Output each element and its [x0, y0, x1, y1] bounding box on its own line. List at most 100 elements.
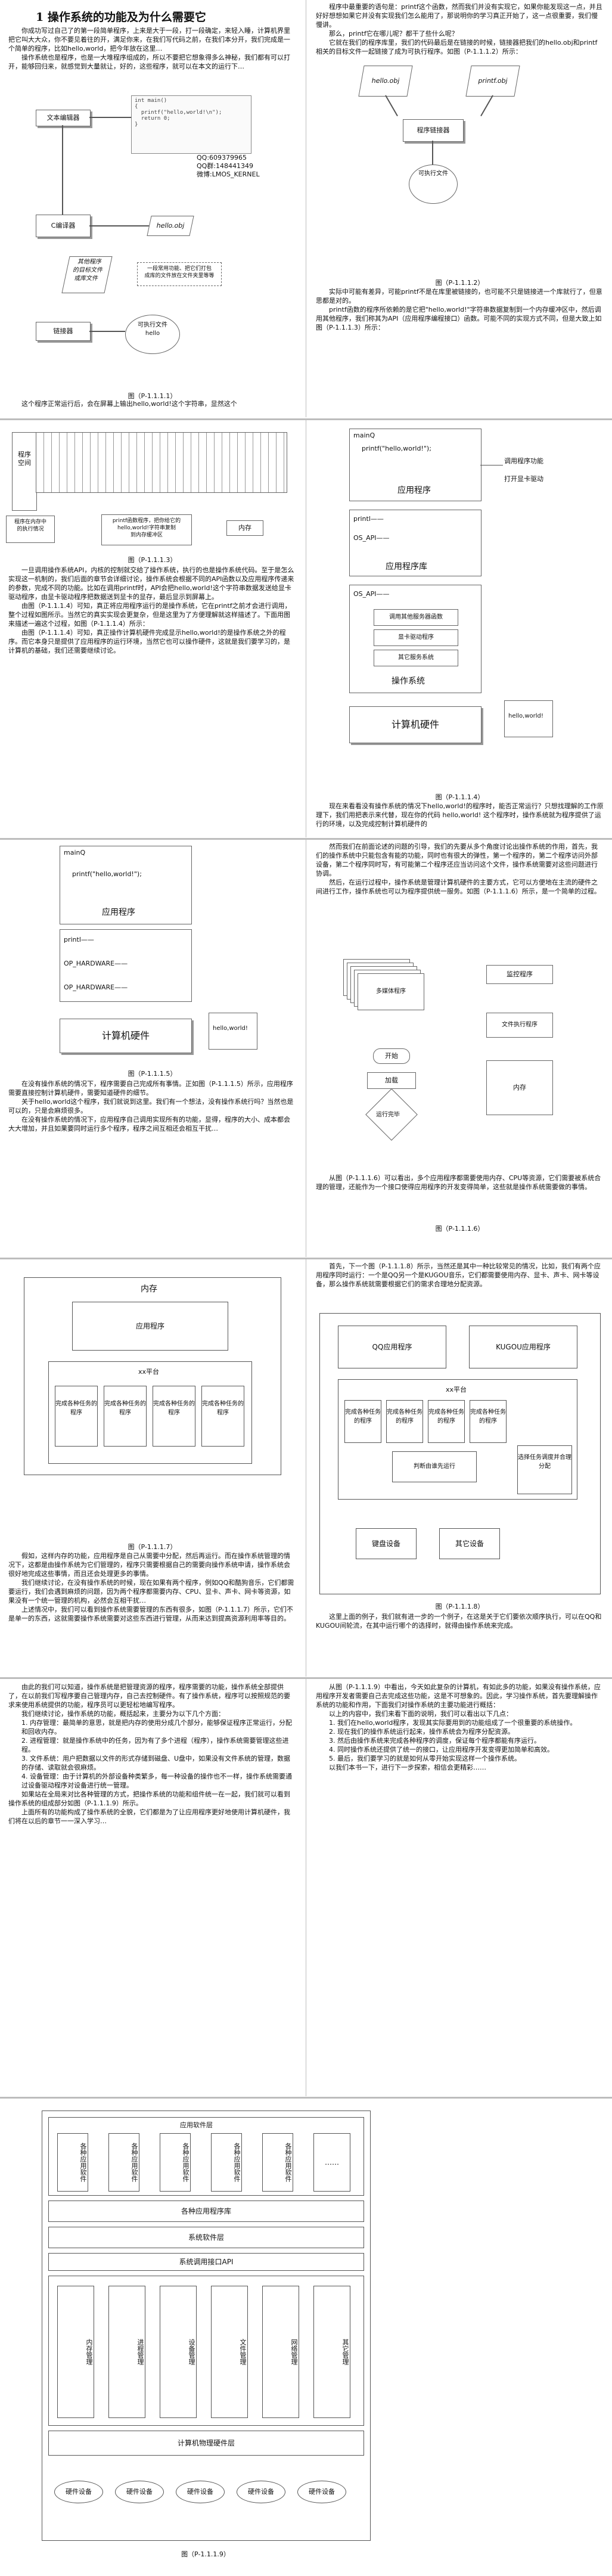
os-api-label: OS_API——	[353, 534, 390, 542]
paragraph: 上面所有的功能构成了操作系统的全貌，它们都是为了让应用程序更好地使用计算机硬件，…	[8, 1808, 290, 1825]
figure-caption: 图（P-1.1.1.3）	[128, 556, 177, 564]
driver-box: 完成各种任务的程序	[104, 1386, 147, 1447]
api-layer: 系统调用接口API	[48, 2253, 364, 2271]
section-5: mainQ printf("hello,world!"); 应用程序 print…	[0, 840, 305, 1257]
memory-box: 内存	[486, 1060, 553, 1115]
monitor-program-box: 监控程序	[486, 965, 553, 984]
scheduler-box: 判断由谁先运行	[392, 1451, 477, 1482]
paragraph: 它就在我们的程序库里，我们的代码最后是在链接的时候，链接器把我们的hello.o…	[316, 39, 598, 55]
arrow	[385, 95, 398, 117]
paragraph: printf函数的程序所依赖的是它把"hello,world!"字符串数据复制到…	[316, 306, 602, 331]
paragraph: 关于hello,world这个程序，我们就说到这里。我们有一个想法，没有操作系统…	[8, 1098, 294, 1115]
driver-box: 完成各种任务的程序	[55, 1386, 98, 1447]
main-label: mainQ	[353, 432, 375, 439]
app-box: 各种应用软件	[108, 2133, 139, 2192]
app-box: 各种应用软件	[160, 2133, 191, 2192]
other-service-box: 其它服务系统	[374, 650, 458, 666]
list-item: 2. 现在我们的操作系统运行起来，操作系统会为程序分配资源。	[329, 1728, 514, 1736]
section-divider	[0, 2097, 612, 2099]
library-note: 一段常用功能、把它们打包 成库的文件放在文件夹里等等	[137, 262, 222, 286]
device-ellipse: 硬件设备	[54, 2481, 103, 2503]
section-7: 内存 应用程序 xx平台 完成各种任务的程序 完成各种任务的程序 完成各种任务的…	[0, 1259, 305, 1677]
platform-label: xx平台	[138, 1368, 160, 1376]
paragraph: 然后，在运行过程中，操作系统是管理计算机硬件的主要方式，它可以方便地在主流的硬件…	[316, 879, 601, 895]
section-divider	[0, 418, 612, 420]
arrow-label: 打开显卡驱动	[504, 475, 543, 483]
list-item: 5. 最后，我们要学习的就是如何从零开始实现这样一个操作系统。	[329, 1755, 521, 1762]
app-layer: 应用软件层 各种应用软件 各种应用软件 各种应用软件 各种应用软件 各种应用软件…	[48, 2117, 364, 2196]
figure-caption: 图（P-1.1.1.7）	[128, 1543, 177, 1551]
paragraph: 你成功写过自己了的第一段简单程序，上来是大于一段，打一段确定，来轻入睡，计算机界…	[8, 27, 290, 52]
monitor: hello,world!	[504, 700, 553, 737]
os-api-label: OS_API——	[353, 590, 390, 598]
app-label: 应用程序	[102, 908, 135, 917]
app-lib-layer: 各种应用程序库	[48, 2201, 364, 2222]
list-item: 4. 设备管理：由于计算机的外部设备种类繁多，每一种设备的操作也不一样，操作系统…	[21, 1773, 292, 1789]
paragraph: 从图（P-1.1.1.6）可以看出，多个应用程序都需要使用内存、CPU等资源，它…	[316, 1174, 601, 1191]
figure-caption: 图（P-1.1.1.5）	[128, 1070, 177, 1078]
app-label: 应用程序	[397, 486, 431, 495]
contact-info: QQ:609379965 QQ群:148441349 微博:LMOS_KERNE…	[197, 154, 260, 178]
memory-strip	[36, 432, 287, 493]
page-title: 1 操作系统的功能及为什么需要它	[36, 11, 206, 24]
text-editor-box: 文本编辑器	[36, 110, 91, 126]
paragraph: 由图（P-1.1.1.4）可知，真正操作计算机硬件完成显示hello,world…	[8, 629, 290, 654]
device-ellipse: 硬件设备	[297, 2481, 346, 2503]
memory-box: 内存	[226, 520, 263, 536]
device-ellipse: 硬件设备	[237, 2481, 285, 2503]
arrow	[432, 141, 433, 165]
module-box: 设备管理	[160, 2286, 197, 2418]
driver-box: 完成各种任务的程序	[201, 1386, 244, 1447]
paragraph: 我们继续讨论，操作系统的功能，概括起来，主要分为以下几个方面：	[21, 1710, 225, 1718]
system-layer: 系统软件层	[48, 2227, 364, 2248]
scheduler-note: 选择任务调度并合理分配	[517, 1445, 572, 1494]
paragraph: 那么，printf它在哪儿呢？都干了些什么呢？	[329, 30, 458, 38]
device-ellipse: 硬件设备	[176, 2481, 225, 2503]
hardware-box: 计算机硬件	[60, 1019, 192, 1053]
figure-caption: 图（P-1.1.1.9）	[181, 2550, 230, 2558]
module-box: 网络管理	[262, 2286, 299, 2418]
list-item: 4. 同时操作系统还提供了统一的接口，让应用程序开发变得更加简单和高效。	[329, 1746, 554, 1753]
app-box: 各种应用软件	[262, 2133, 293, 2192]
arrow	[89, 225, 149, 226]
app-box: ……	[313, 2133, 350, 2192]
lib-label: 应用程序库	[386, 562, 427, 572]
paragraph: 操作系统也是程序，也是一大堆程序组成的，所以不要把它想象得多么神秘，我们都有可以…	[8, 54, 290, 70]
program-space-label: 程序 空间	[12, 432, 37, 511]
paragraph: 然而我们在前面论述的问题的引导，我们的先要从多个角度讨论出操作系统的作用，首先，…	[316, 843, 598, 877]
driver-box: 完成各种任务的程序	[428, 1400, 465, 1443]
display-driver-box: 显卡驱动程序	[374, 629, 458, 646]
os-service-box: 调用其他服务器函数	[374, 609, 458, 626]
paragraph: 以我们本书一下，进行下一步探索，相信会更精彩……	[329, 1764, 486, 1771]
screen-text: hello,world!	[213, 1025, 248, 1032]
section-11: 应用软件层 各种应用软件 各种应用软件 各种应用软件 各种应用软件 各种应用软件…	[0, 2099, 612, 2576]
module-box: 进程管理	[108, 2286, 145, 2418]
system-frame: QQ应用程序 KUGOU应用程序 xx平台 完成各种任务的程序 完成各种任务的程…	[319, 1313, 601, 1594]
code-snippet: int main() { printf("hello,world!\n"); r…	[131, 95, 251, 154]
architecture-frame: 应用软件层 各种应用软件 各种应用软件 各种应用软件 各种应用软件 各种应用软件…	[42, 2111, 371, 2541]
driver-box: 完成各种任务的程序	[386, 1400, 423, 1443]
driver-box: 完成各种任务的程序	[344, 1400, 381, 1443]
section-divider	[0, 1677, 612, 1679]
memory-frame: 内存 应用程序 xx平台 完成各种任务的程序 完成各种任务的程序 完成各种任务的…	[24, 1277, 281, 1475]
paragraph: 我们继续讨论，在没有操作系统的时候，现在如果有两个程序，例如QQ和酷狗音乐，它们…	[8, 1579, 294, 1604]
figure-caption: 图（P-1.1.1.1）	[128, 392, 177, 400]
section-3: 程序 空间 程序在内存中 的执行情况 printf函数程序，把你给它的 hell…	[0, 420, 305, 837]
paragraph: 上述情况中，我们可以看到操作系统需要管理的东西有很多，如图（P-1.1.1.7）…	[8, 1606, 293, 1622]
section-4: mainQ printf("hello,world!"); 应用程序 调用程序功…	[307, 420, 612, 837]
monitor: hello,world!	[209, 1013, 257, 1050]
lib-box: printl—— OS_API—— 应用程序库	[349, 510, 481, 576]
printf-obj-box: printf.obj	[465, 66, 520, 97]
figure-caption: 图（P-1.1.1.6）	[435, 1225, 484, 1233]
arrow	[89, 331, 125, 332]
main-label: mainQ	[64, 849, 86, 856]
section-divider	[0, 838, 612, 840]
paragraph: 以上的内容中，我们来看下面的说明，我们可以看出以下几点：	[329, 1710, 512, 1718]
printl-label: printl——	[64, 936, 94, 944]
hello-obj-box: hello.obj	[358, 66, 413, 97]
other-obj-box: 其他程序 的目标文件 或库文件	[61, 256, 113, 293]
c-compiler-box: C编译器	[36, 215, 91, 237]
screen-text: hello,world!	[508, 713, 543, 719]
hardware-layer: 计算机物理硬件层	[48, 2431, 364, 2456]
platform-box: xx平台 完成各种任务的程序 完成各种任务的程序 完成各种任务的程序 完成各种任…	[338, 1379, 577, 1500]
